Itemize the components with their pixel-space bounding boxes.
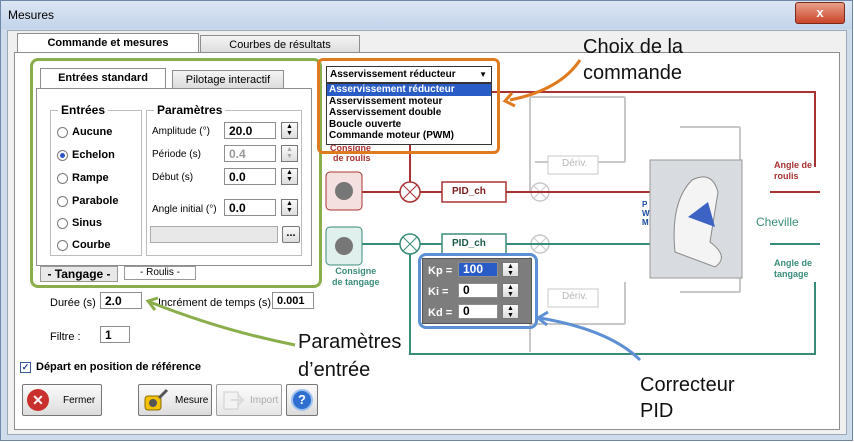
deriv-bottom-label: Dériv. bbox=[562, 291, 588, 302]
help-icon: ? bbox=[291, 389, 313, 411]
debut-input[interactable]: 0.0 bbox=[224, 168, 276, 185]
radio-courbe-label: Courbe bbox=[72, 239, 111, 251]
amplitude-spinner[interactable]: ▲▼ bbox=[281, 122, 298, 139]
tab-entrees-standard[interactable]: Entrées standard bbox=[40, 68, 166, 88]
tape-measure-icon bbox=[143, 388, 169, 412]
ki-input[interactable]: 0 bbox=[458, 283, 498, 298]
consigne-tangage-label: Consigne de tangage bbox=[332, 266, 380, 287]
annotation-parametres-entree: Paramètres d’entrée bbox=[298, 331, 402, 381]
pid-top-label: PID_ch bbox=[452, 186, 486, 197]
deriv-top-label: Dériv. bbox=[562, 158, 588, 169]
periode-label: Période (s) bbox=[152, 149, 201, 160]
radio-courbe[interactable] bbox=[57, 240, 68, 251]
cheville-label: Cheville bbox=[756, 215, 799, 229]
radio-sinus[interactable] bbox=[57, 218, 68, 229]
chevron-down-icon: ▼ bbox=[479, 70, 487, 79]
mesure-button[interactable]: Mesure bbox=[138, 384, 212, 416]
radio-echelon-label: Echelon bbox=[72, 149, 115, 161]
tab-roulis[interactable]: - Roulis - bbox=[124, 266, 196, 280]
pid-highlight-box bbox=[418, 253, 538, 329]
tab-courbes-de-resultats[interactable]: Courbes de résultats bbox=[200, 35, 360, 53]
commande-dropdown-value: Asservissement réducteur bbox=[330, 69, 456, 80]
annotation-choix-commande: Choix de la commande bbox=[583, 36, 684, 84]
debut-spinner[interactable]: ▲▼ bbox=[281, 168, 298, 185]
filtre-label: Filtre : bbox=[50, 331, 81, 343]
increment-label: Incrément de temps (s) bbox=[158, 297, 272, 309]
debut-label: Début (s) bbox=[152, 172, 194, 183]
angle-initial-spinner[interactable]: ▲▼ bbox=[281, 199, 298, 216]
increment-input[interactable]: 0.001 bbox=[272, 292, 314, 309]
kd-label: Kd = bbox=[428, 307, 453, 319]
radio-aucune-label: Aucune bbox=[72, 126, 113, 138]
dropdown-option[interactable]: Commande moteur (PWM) bbox=[329, 130, 454, 141]
angle-initial-label: Angle initial (°) bbox=[152, 204, 217, 215]
pwm-label: P W M bbox=[642, 200, 650, 227]
consigne-roulis-partial-label: Consigne bbox=[330, 143, 372, 153]
periode-spinner[interactable]: ▲▼ bbox=[281, 145, 298, 162]
radio-parabole[interactable] bbox=[57, 196, 68, 207]
tab-commande-et-mesures[interactable]: Commande et mesures bbox=[17, 33, 199, 53]
tab-pilotage-interactif[interactable]: Pilotage interactif bbox=[172, 70, 284, 88]
fermer-button[interactable]: ✕ Fermer bbox=[22, 384, 102, 416]
amplitude-label: Amplitude (°) bbox=[152, 126, 210, 137]
annotation-correcteur-pid: Correcteur PID bbox=[640, 374, 735, 422]
import-button[interactable]: Import bbox=[216, 384, 282, 416]
title-bar bbox=[1, 1, 852, 29]
radio-aucune[interactable] bbox=[57, 127, 68, 138]
angle-tangage-label: Angle de tangage bbox=[774, 258, 813, 279]
entrees-group-label: Entrées bbox=[58, 103, 109, 117]
help-button[interactable]: ? bbox=[286, 384, 318, 416]
kd-spinner[interactable]: ▲▼ bbox=[502, 304, 519, 319]
depart-checkbox[interactable]: ✓ bbox=[20, 362, 31, 373]
radio-echelon[interactable] bbox=[57, 150, 68, 161]
radio-rampe-label: Rampe bbox=[72, 172, 109, 184]
kp-spinner[interactable]: ▲▼ bbox=[502, 262, 519, 277]
duree-label: Durée (s) bbox=[50, 297, 96, 309]
consigne-roulis-suffix: de roulis bbox=[333, 153, 371, 163]
kd-input[interactable]: 0 bbox=[458, 304, 498, 319]
kp-label: Kp = bbox=[428, 265, 453, 277]
dropdown-option[interactable]: Asservissement double bbox=[329, 107, 442, 118]
ki-spinner[interactable]: ▲▼ bbox=[502, 283, 519, 298]
parametres-highlight-box bbox=[30, 58, 322, 288]
periode-input[interactable]: 0.4 bbox=[224, 145, 276, 162]
radio-parabole-label: Parabole bbox=[72, 195, 119, 207]
curve-file-field[interactable] bbox=[150, 226, 278, 243]
browse-button[interactable]: ... bbox=[282, 226, 300, 243]
close-circle-icon: ✕ bbox=[27, 389, 49, 411]
window-title: Mesures bbox=[8, 8, 55, 22]
dropdown-option[interactable]: Asservissement moteur bbox=[329, 95, 443, 107]
parametres-group-label: Paramètres bbox=[154, 103, 226, 117]
depart-label: Départ en position de référence bbox=[36, 361, 202, 373]
mesure-label: Mesure bbox=[175, 395, 209, 406]
fermer-label: Fermer bbox=[63, 395, 96, 406]
commande-dropdown-list: Asservissement réducteur Asservissement … bbox=[326, 83, 492, 145]
dropdown-option[interactable]: Asservissement réducteur bbox=[327, 84, 491, 96]
ki-label: Ki = bbox=[428, 286, 449, 298]
import-icon bbox=[221, 388, 245, 412]
kp-input[interactable]: 100 bbox=[458, 262, 498, 277]
radio-rampe[interactable] bbox=[57, 173, 68, 184]
angle-initial-input[interactable]: 0.0 bbox=[224, 199, 276, 216]
import-label: Import bbox=[250, 395, 279, 406]
close-button[interactable]: x bbox=[795, 2, 845, 24]
commande-highlight-box bbox=[317, 58, 500, 154]
radio-sinus-label: Sinus bbox=[72, 217, 102, 229]
angle-roulis-label: Angle de roulis bbox=[774, 160, 813, 181]
tab-tangage[interactable]: - Tangage - bbox=[40, 266, 118, 282]
filtre-input[interactable]: 1 bbox=[100, 326, 130, 343]
pid-bottom-label: PID_ch bbox=[452, 238, 486, 249]
amplitude-input[interactable]: 20.0 bbox=[224, 122, 276, 139]
dropdown-option[interactable]: Boucle ouverte bbox=[329, 118, 402, 130]
commande-dropdown[interactable]: Asservissement réducteur ▼ bbox=[326, 66, 492, 83]
duree-input[interactable]: 2.0 bbox=[100, 292, 142, 309]
